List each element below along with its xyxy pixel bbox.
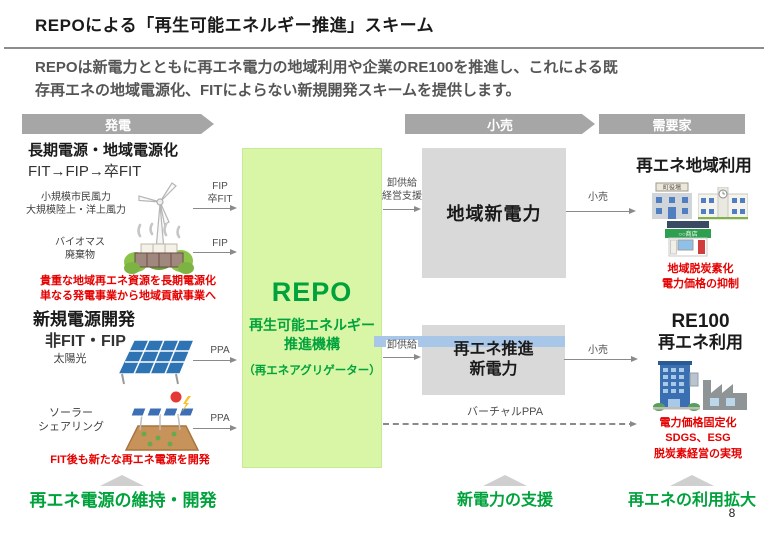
goal-maintain-develop: 再エネ電源の維持・開発 [29,491,217,510]
town-hall-icon: 町役場 [652,182,692,219]
solar-sharing-icon [124,391,200,451]
flow-label-retail-bottom: 小売 [588,345,608,356]
band-generation: 発電 [22,114,214,134]
intro-text: REPOは新電力とともに再エネ電力の地域利用や企業のRE100を推進し、これによ… [35,57,745,102]
page-title: REPOによる「再生可能エネルギー推進」スキーム [35,16,435,35]
arrow-ppa-top [193,357,237,363]
left-red-note-2: FIT後も新たな再エネ電源を開発 [50,454,210,466]
right-red-note-1-line-2: 電力価格の抑制 [662,278,739,291]
wind-label-2: 大規模陸上・洋上風力 [26,205,126,216]
biomass-label-2: 廃棄物 [65,250,95,261]
flow-label-retail-top: 小売 [588,192,608,203]
right-red-note-1-line-1: 地域脱炭素化 [667,263,734,275]
repo-name: REPO [271,277,353,307]
re-promotion-line-1: 再エネ推進 [453,341,534,358]
repo-subtitle: 再生可能エネルギー 推進機構 [249,316,375,354]
flow-label-wholesale-support: 卸供給 経営支援 [379,177,425,203]
wind-label-1: 小規模市民風力 [41,192,111,203]
arrow-fip [193,249,237,255]
biomass-labels: バイオマス 廃棄物 [35,236,125,262]
regional-power-box: 地域新電力 [422,148,566,278]
flow-label-fip: FIP [212,238,228,249]
band-retail: 小売 [405,114,595,134]
factory-icon [703,380,747,410]
intro-line-2: 存再エネの地域電源化、FITによらない新規開発スキームを提供します。 [35,81,521,99]
left-red-note-1-line-2: 単なる発電事業から地域貢献事業へ [40,290,216,303]
re-promotion-line-2: 新電力 [469,361,518,378]
arrow-retail-top [566,208,636,214]
pointer-triangle-left [100,475,144,486]
band-consumer: 需要家 [599,114,745,134]
flow-label-wholesale: 卸供給 [381,339,423,352]
left-heading-nonfit: 非FIT・FIP [45,333,126,350]
wind-labels: 小規模市民風力 大規模陸上・洋上風力 [12,191,140,217]
re100-line-1: RE100 [671,311,730,332]
re100-line-2: 再エネ利用 [658,332,743,352]
left-red-note-1-line-1: 貴重な地域再エネ資源を長期電源化 [40,275,216,287]
arrow-fip-graduation [193,205,237,211]
repo-subtitle-line-1: 再生可能エネルギー [249,317,375,333]
title-divider [4,47,764,49]
arrow-wholesale-support [383,206,421,212]
right-red-note-2-line-2: SDGS、ESG [665,432,731,445]
page-number: 8 [728,506,736,520]
arrow-retail-bottom [564,356,638,362]
right-red-note-2-line-1: 電力価格固定化 [659,417,737,429]
town-hall-sign-text: 町役場 [663,184,681,192]
solar-label: 太陽光 [53,353,87,365]
flow-label-ppa-bottom: PPA [210,413,230,424]
regional-power-label: 地域新電力 [446,204,542,224]
goal-support-newpower: 新電力の支援 [456,492,553,509]
solar-sharing-label-2: シェアリング [38,421,104,434]
pointer-triangle-center [483,475,527,486]
wholesale-line: 卸供給 [387,178,417,189]
solar-sharing-label-1: ソーラー [49,407,93,419]
shop-sign-text: ○○商店 [678,230,697,238]
repo-aggregator-label: （再エネアグリゲーター） [243,364,381,377]
flow-sotsufit-line: 卒FIT [207,194,233,205]
right-red-note-1: 地域脱炭素化 電力価格の抑制 [628,262,768,293]
flow-label-fip-graduation: FIP 卒FIT [198,180,242,206]
wholesale-label-text: 卸供給 [386,340,418,351]
solar-sharing-labels: ソーラー シェアリング [28,406,114,435]
office-building-icon [653,361,700,411]
goal-expand-use: 再エネの利用拡大 [627,492,756,509]
arrow-virtual-ppa [383,421,637,427]
shop-icon: ○○商店 [665,221,711,257]
left-heading-newdev: 新規電源開発 [33,310,135,329]
arrow-ppa-bottom [193,425,237,431]
right-red-note-2-line-3: 脱炭素経営の実現 [654,447,742,460]
right-heading-re100: RE100 再エネ利用 [628,311,768,352]
pointer-triangle-right [670,475,714,486]
re-promotion-label: 再エネ推進 新電力 [453,340,533,380]
green-power-flow-stripe [374,336,565,347]
left-heading-longterm: 長期電源・地域電源化 [28,142,179,159]
arrow-wholesale [383,354,421,360]
biomass-icon [124,222,194,274]
flow-label-virtual-ppa: バーチャルPPA [466,406,544,418]
intro-line-1: REPOは新電力とともに再エネ電力の地域利用や企業のRE100を推進し、これによ… [35,59,618,76]
left-heading-fit-fip: FIT→FIP→卒FIT [28,163,142,180]
right-heading-regional-use: 再エネ地域利用 [636,157,752,175]
flow-fip-line: FIP [212,181,228,192]
repo-subtitle-line-2: 推進機構 [284,335,340,352]
wind-turbine-icon [138,182,177,245]
solar-panel-icon [116,339,196,385]
support-line: 経営支援 [382,191,422,202]
biomass-label-1: バイオマス [55,237,105,248]
right-red-note-2: 電力価格固定化 SDGS、ESG 脱炭素経営の実現 [622,416,768,462]
left-red-note-1: 貴重な地域再エネ資源を長期電源化 単なる発電事業から地域貢献事業へ [10,274,246,305]
flow-label-ppa-top: PPA [210,345,230,356]
repo-box: REPO 再生可能エネルギー 推進機構 （再エネアグリゲーター） [242,148,382,468]
school-icon [698,187,748,220]
